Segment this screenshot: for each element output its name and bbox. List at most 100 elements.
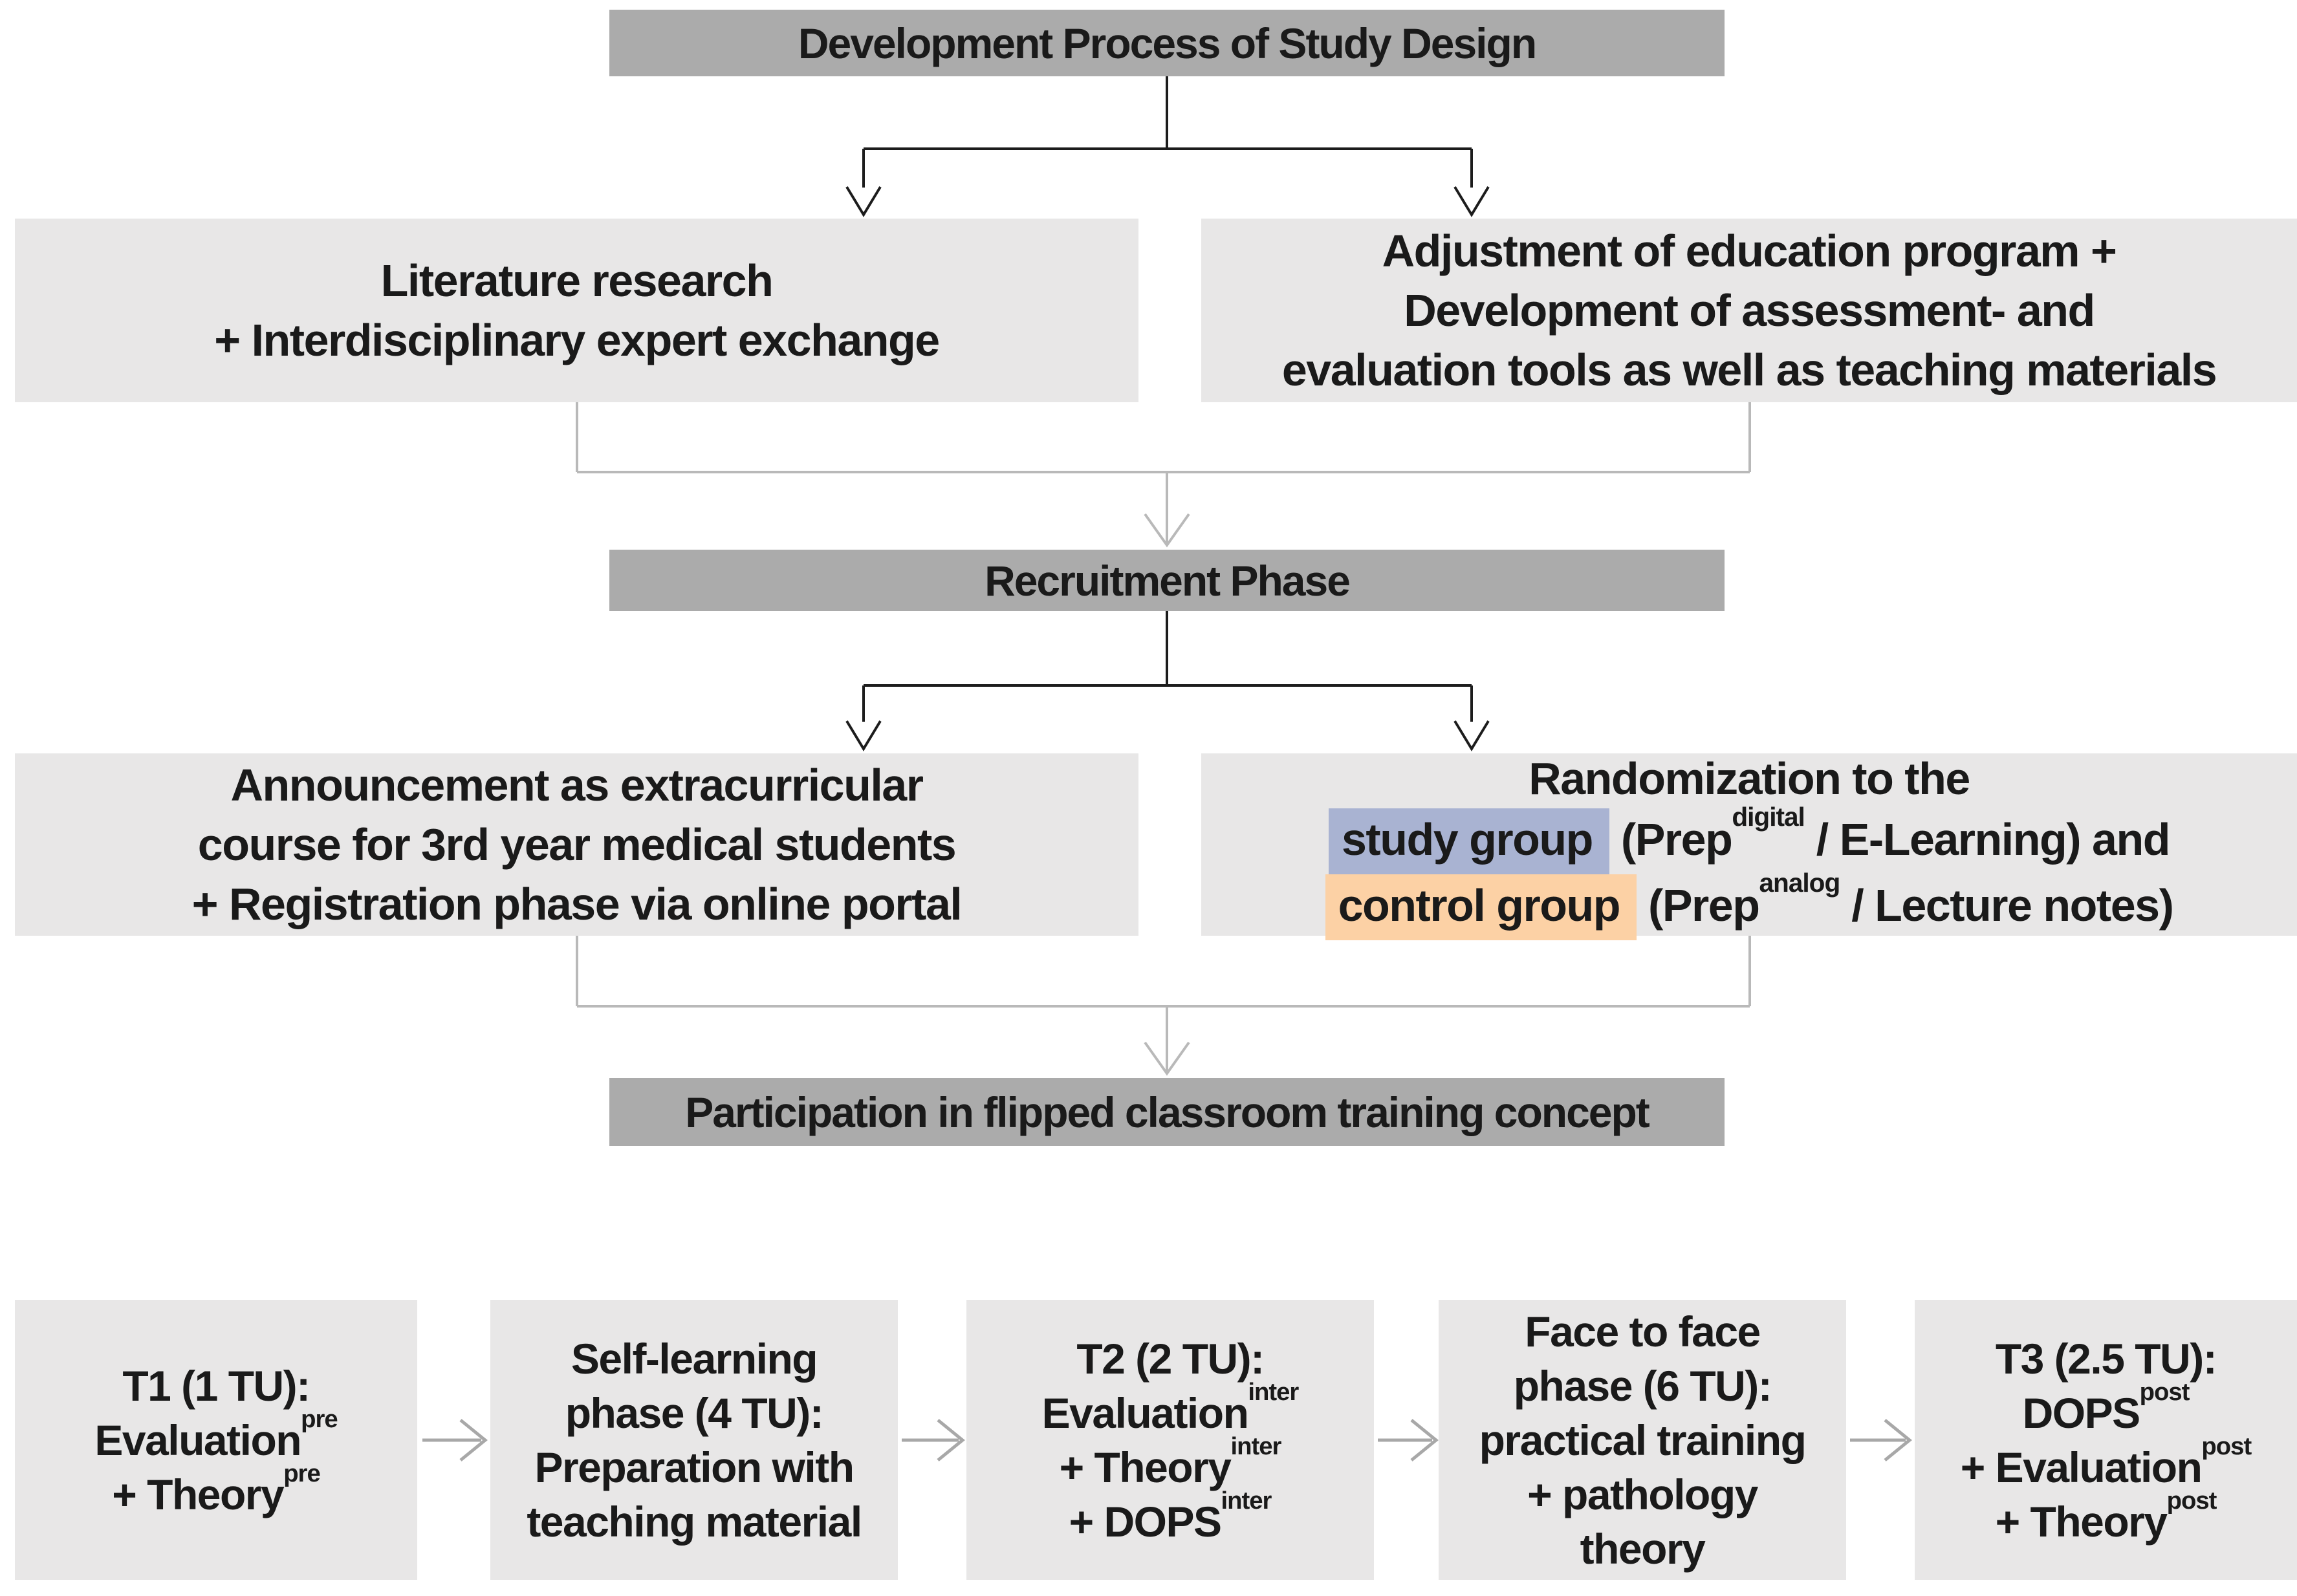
text-segment: Self-learning xyxy=(571,1334,818,1383)
text-segment: + Interdisciplinary expert exchange xyxy=(214,315,940,365)
text-line: + Theoryinter xyxy=(1059,1434,1282,1494)
superscript-label: pre xyxy=(301,1405,338,1433)
text-segment: + Theory xyxy=(1059,1443,1232,1491)
text-line: DOPSpost xyxy=(2022,1379,2190,1440)
text-line: Evaluationinter xyxy=(1042,1379,1300,1440)
arrowhead-down-icon xyxy=(1144,513,1190,548)
text-segment: T1 (1 TU): xyxy=(122,1361,310,1410)
text-segment: phase (4 TU): xyxy=(565,1388,824,1437)
arrowhead-right-icon xyxy=(1884,1419,1912,1461)
text-segment: Preparation with xyxy=(534,1443,855,1491)
control-group-highlight: control group xyxy=(1325,874,1637,940)
text-segment: DOPS xyxy=(2022,1388,2141,1437)
recruitment-header-label: Recruitment Phase xyxy=(985,556,1351,605)
text-line: + Theorypost xyxy=(1995,1488,2217,1549)
text-segment: (Prep xyxy=(1648,880,1760,931)
text-line: + Registration phase via online portal xyxy=(191,874,963,934)
superscript-label: inter xyxy=(1230,1432,1282,1460)
text-segment: Randomization to the xyxy=(1529,753,1970,804)
text-segment: + pathology xyxy=(1527,1470,1758,1518)
text-line: Adjustment of education program + xyxy=(1382,221,2117,281)
text-segment: Development of assessment- and xyxy=(1404,285,2095,336)
text-segment: + Theory xyxy=(112,1470,284,1518)
text-line: + Interdisciplinary expert exchange xyxy=(214,310,940,370)
superscript-label: inter xyxy=(1248,1377,1299,1406)
text-line: + Evaluationpost xyxy=(1961,1434,2252,1494)
text-segment: Evaluation xyxy=(94,1416,301,1464)
superscript-label: post xyxy=(2166,1486,2217,1515)
branch-arrows-recruitment xyxy=(845,611,1490,751)
participation-header-label: Participation in flipped classroom train… xyxy=(685,1088,1650,1136)
text-segment: Adjustment of education program + xyxy=(1382,226,2117,276)
text-line: + DOPSinter xyxy=(1069,1488,1272,1549)
arrowhead-right-icon xyxy=(937,1419,965,1461)
timeline-box-t2: T2 (2 TU):Evaluationinter+ Theoryinter+ … xyxy=(966,1300,1374,1580)
text-line: Announcement as extracurricular xyxy=(230,755,924,815)
participation-header-box: Participation in flipped classroom train… xyxy=(609,1078,1725,1146)
arrowhead-down-icon xyxy=(1453,186,1490,217)
text-segment: theory xyxy=(1580,1524,1706,1573)
superscript-label: post xyxy=(2201,1432,2252,1460)
text-line: study group(Prepdigital / E-Learning) an… xyxy=(1329,803,2171,874)
text-line: practical training xyxy=(1479,1413,1807,1467)
superscript-label: analog xyxy=(1759,867,1840,898)
text-line: teaching material xyxy=(527,1494,862,1549)
timeline-arrows xyxy=(422,1419,1912,1461)
text-line: theory xyxy=(1580,1522,1706,1576)
text-segment: + Registration phase via online portal xyxy=(191,879,963,929)
top-header-label: Development Process of Study Design xyxy=(798,19,1537,67)
text-line: control group(Prepanalog / Lecture notes… xyxy=(1325,869,2174,940)
superscript-label: inter xyxy=(1221,1486,1272,1515)
timeline-box-face-to-face: Face to face phase (6 TU): practical train… xyxy=(1439,1300,1846,1580)
text-line: evaluation tools as well as teaching mat… xyxy=(1281,340,2217,400)
text-line: Face to face xyxy=(1525,1304,1761,1359)
arrowhead-right-icon xyxy=(459,1419,488,1461)
text-segment: practical training xyxy=(1479,1416,1807,1464)
arrowhead-down-icon xyxy=(845,186,882,217)
arrowhead-down-icon xyxy=(845,720,882,751)
literature-box: Literature research + Interdisciplinary e… xyxy=(15,219,1138,402)
text-line: phase (4 TU): xyxy=(565,1386,824,1440)
text-segment: T3 (2.5 TU): xyxy=(1995,1334,2217,1383)
text-segment: (Prep xyxy=(1620,814,1733,865)
branch-arrows-top xyxy=(845,76,1490,217)
text-line: course for 3rd year medical students xyxy=(197,815,957,874)
text-line: Self-learning xyxy=(571,1332,818,1386)
text-line: T1 (1 TU): xyxy=(122,1359,310,1413)
recruitment-header-box: Recruitment Phase xyxy=(609,550,1725,611)
text-segment: phase (6 TU): xyxy=(1513,1361,1772,1410)
text-line: Development of assessment- and xyxy=(1404,281,2095,340)
text-line: + pathology xyxy=(1527,1467,1758,1522)
adjustment-box: Adjustment of education program + Develop… xyxy=(1201,219,2297,402)
text-line: T2 (2 TU): xyxy=(1076,1332,1265,1386)
text-segment: Announcement as extracurricular xyxy=(230,760,924,810)
text-line: Evaluationpre xyxy=(94,1407,338,1467)
merge-connector-2 xyxy=(576,936,1751,1076)
text-segment: / E-Learning) and xyxy=(1804,814,2171,865)
text-line: + Theorypre xyxy=(112,1461,320,1522)
arrowhead-down-icon xyxy=(1144,1041,1190,1076)
text-line: Literature research xyxy=(380,251,774,310)
text-segment: Face to face xyxy=(1525,1307,1761,1355)
text-line: Preparation with xyxy=(534,1440,855,1494)
text-line: Randomization to the xyxy=(1529,749,1970,808)
superscript-label: digital xyxy=(1732,801,1805,832)
text-segment: + DOPS xyxy=(1069,1497,1222,1546)
text-segment: T2 (2 TU): xyxy=(1076,1334,1265,1383)
text-line: phase (6 TU): xyxy=(1514,1359,1772,1413)
timeline-box-t3: T3 (2.5 TU):DOPSpost+ Evaluationpost+ Th… xyxy=(1915,1300,2297,1580)
text-line: T3 (2.5 TU): xyxy=(1995,1332,2217,1386)
text-segment: Literature research xyxy=(380,255,774,306)
merge-connector-1 xyxy=(576,402,1751,548)
timeline-box-t1: T1 (1 TU):Evaluationpre+ Theorypre xyxy=(15,1300,417,1580)
text-segment: evaluation tools as well as teaching mat… xyxy=(1281,345,2217,395)
timeline-box-self-learning: Self-learning phase (4 TU): Preparation wi… xyxy=(490,1300,898,1580)
arrowhead-down-icon xyxy=(1453,720,1490,751)
announcement-box: Announcement as extracurricular course fo… xyxy=(15,753,1138,936)
text-segment: course for 3rd year medical students xyxy=(197,819,957,870)
superscript-label: pre xyxy=(283,1459,321,1487)
text-segment: + Theory xyxy=(1995,1497,2168,1546)
